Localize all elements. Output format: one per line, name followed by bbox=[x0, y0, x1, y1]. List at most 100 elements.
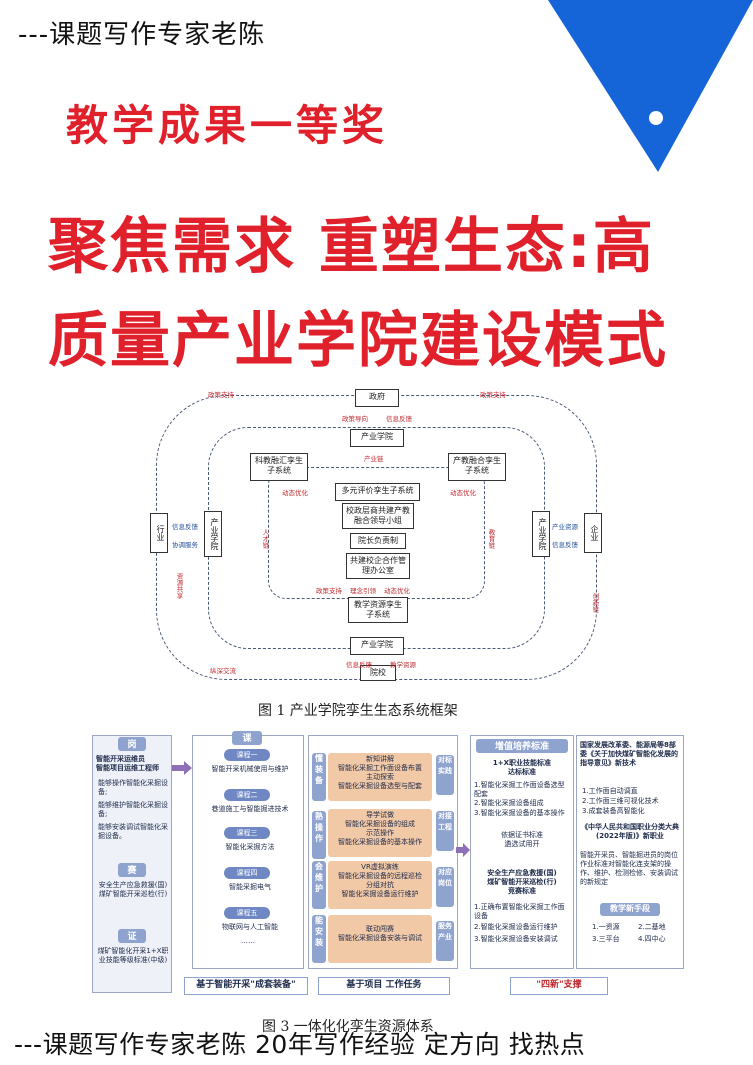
label-policy-guide: 政策导向 bbox=[342, 415, 368, 423]
node-multi-eval: 多元评价孪生子系统 bbox=[335, 483, 420, 501]
task-block-2-bg bbox=[328, 809, 432, 857]
right-tag-4: 服务 产业 bbox=[436, 921, 454, 961]
arrow-right-icon bbox=[456, 843, 470, 857]
right-tag-1: 对标 实践 bbox=[436, 755, 454, 795]
course-bottom-label: 基于智能开采"成套装备" bbox=[184, 977, 308, 995]
label-education-chain: 教育链 bbox=[487, 529, 495, 549]
occupation-std-text: 智能开采员、智能掘进员的岗位作业标准对智能化连支架的操作、维护、检测检修、安装调… bbox=[580, 851, 678, 886]
standard-item-3: 3.智能化采掘设备的基本操作 bbox=[474, 809, 565, 817]
label-info-feedback-right: 信息反馈 bbox=[552, 541, 578, 549]
label-innovation-chain: 创新链 bbox=[591, 593, 599, 613]
label-dynamic-opt-left: 动态优化 bbox=[282, 489, 308, 497]
label-concept-guide: 理念引领 bbox=[350, 587, 376, 595]
label-resource-sharing: 资源共享 bbox=[175, 573, 183, 599]
label-talent-chain: 人才链 bbox=[261, 529, 269, 549]
policy-doc: 国家发展改革委、能源局等8部委《关于加快煤矿智能化发展的指导意见》新技术 bbox=[580, 741, 678, 767]
label-industry-resource: 产业资源 bbox=[552, 523, 578, 531]
col-course bbox=[192, 735, 304, 969]
task-block-4-bg bbox=[328, 915, 432, 963]
task-block-3-bg bbox=[328, 861, 432, 909]
course-4-label: 课程四 bbox=[224, 867, 270, 879]
standard-1x: 1+X职业技能标准 达标标准 bbox=[492, 759, 552, 776]
side-understand-equipment: 懂装备 bbox=[312, 753, 326, 801]
award-title: 教学成果一等奖 bbox=[66, 101, 389, 150]
label-coordinate-service: 协调服务 bbox=[172, 541, 198, 549]
side-maintenance: 会维护 bbox=[312, 861, 326, 909]
match-text: 安全生产应急救援(国) 煤矿智能开采巡检(行) bbox=[98, 881, 168, 898]
policy-point-3: 3.成套装备高智能化 bbox=[582, 807, 645, 815]
occupation-std: 《中华人民共和国职业分类大典(2022年版)》新职业 bbox=[581, 823, 679, 840]
node-industry-left: 行业 bbox=[150, 513, 168, 553]
figure-1-caption: 图 1 产业学院孪生生态系统框架 bbox=[258, 703, 458, 719]
node-college-left: 产业学院 bbox=[204, 511, 222, 557]
node-dean: 院长负责制 bbox=[350, 533, 406, 549]
tag-post: 岗 bbox=[118, 737, 146, 751]
node-sci-tech: 科教融汇孪生子系统 bbox=[250, 453, 308, 481]
ability-2: 能够维护智能化采掘设备; bbox=[98, 801, 168, 818]
corner-triangle-decoration bbox=[548, 0, 753, 172]
course-5-label: 课程五 bbox=[224, 907, 270, 919]
standard-safety: 安全生产应急救援(国) 煤矿智能开采巡检(行) 竞赛标准 bbox=[487, 869, 557, 895]
node-school: 院校 bbox=[360, 665, 396, 681]
course-2-label: 课程二 bbox=[224, 789, 270, 801]
label-dynamic-opt-bottom: 动态优化 bbox=[384, 587, 410, 595]
ability-3: 能够安装调试智能化采掘设备。 bbox=[98, 823, 168, 840]
right-tag-2: 对接 工程 bbox=[436, 811, 454, 851]
node-college-right: 产业学院 bbox=[532, 511, 550, 557]
task-block-4: 联动闯赛 智能化采掘设备安装与调试 bbox=[338, 925, 422, 942]
side-installation: 能安装 bbox=[312, 915, 326, 963]
bottom-credit: ---课题写作专家老陈 20年写作经验 定方向 找热点 bbox=[14, 1030, 586, 1059]
headline-line-1: 聚焦需求 重塑生态:高 bbox=[48, 212, 655, 282]
four-new-bottom-label: "四新"支撑 bbox=[510, 977, 608, 995]
standard-list2-3: 3.智能化采掘设备安装调试 bbox=[474, 935, 558, 943]
means-2: 2.二基地 bbox=[638, 923, 666, 931]
col-standard bbox=[470, 735, 574, 969]
side-operation: 熟操作 bbox=[312, 811, 326, 859]
arrow-right-icon bbox=[172, 761, 192, 775]
course-2-desc: 巷道施工与智能掘进技术 bbox=[211, 805, 289, 813]
tag-cert: 证 bbox=[118, 929, 146, 943]
label-info-feedback-top: 信息反馈 bbox=[386, 415, 412, 423]
right-tag-3: 对应 岗位 bbox=[436, 867, 454, 907]
headline-line-2: 质量产业学院建设模式 bbox=[48, 306, 668, 376]
cert-text: 煤矿智能化开采1+X职业技能等级标准(中级) bbox=[97, 947, 169, 964]
means-1: 1.一资源 bbox=[592, 923, 620, 931]
figure-3-caption: 图 3 一体化化孪生资源体系 bbox=[262, 1019, 434, 1035]
node-leader-group: 校政层商共建产教融合领导小组 bbox=[342, 503, 414, 529]
course-1-label: 课程一 bbox=[224, 749, 270, 761]
figure-3-diagram: 岗 智能开采运维员 智能项目运维工程师 能够操作智能化采掘设备; 能够维护智能化… bbox=[92, 731, 689, 1011]
policy-point-1: 1.工作面自动调直 bbox=[582, 787, 638, 795]
node-enterprise-right: 企业 bbox=[584, 513, 602, 553]
node-teaching-res: 教学资源孪生子系统 bbox=[348, 597, 408, 623]
standard-mid: 依据证书标准 遴选试用开 bbox=[501, 831, 543, 848]
task-block-2: 导学试做 智能化采掘设备的组成 示范操作 智能化采掘设备的基本操作 bbox=[338, 811, 422, 846]
node-government: 政府 bbox=[355, 389, 399, 407]
label-policy-support-top: 政策支持 bbox=[208, 391, 234, 399]
standard-list2-1: 1.正确布置智能化采掘工作面设备 bbox=[474, 903, 565, 920]
course-1-desc: 智能开采机械使用与维护 bbox=[211, 765, 289, 773]
label-deep-cross: 纵深交流 bbox=[210, 667, 236, 675]
label-teaching-resource: 教学资源 bbox=[390, 661, 416, 669]
course-3-label: 课程三 bbox=[224, 827, 270, 839]
course-3-desc: 智能化采掘方法 bbox=[225, 843, 275, 851]
means-4: 4.四中心 bbox=[638, 935, 666, 943]
col-policy bbox=[576, 735, 684, 969]
standard-title: 增值培养标准 bbox=[476, 739, 568, 753]
post-title: 智能开采运维员 智能项目运维工程师 bbox=[96, 755, 159, 772]
node-college-bottom: 产业学院 bbox=[350, 637, 404, 655]
label-dynamic-opt-right: 动态优化 bbox=[450, 489, 476, 497]
label-policy-support-right: 政策支持 bbox=[480, 391, 506, 399]
means-3: 3.三平台 bbox=[592, 935, 620, 943]
ability-1: 能够操作智能化采掘设备; bbox=[98, 779, 168, 796]
label-industry-chain: 产业链 bbox=[364, 455, 384, 463]
figure-1-diagram: 政府 产业学院 科教融汇孪生子系统 产教融合孪生子系统 多元评价孪生子系统 校政… bbox=[150, 383, 603, 683]
task-bottom-label: 基于项目 工作任务 bbox=[318, 977, 450, 995]
node-college-top: 产业学院 bbox=[350, 429, 404, 447]
label-info-feedback-left: 信息反馈 bbox=[172, 523, 198, 531]
node-industry-edu: 产教融合孪生子系统 bbox=[448, 453, 506, 481]
label-policy-support-bottom: 政策支持 bbox=[316, 587, 342, 595]
standard-list2-2: 2.智能化采掘设备运行维护 bbox=[474, 923, 558, 931]
policy-point-2: 2.工作面三维可视化技术 bbox=[582, 797, 659, 805]
standard-item-1: 1.智能化采掘工作面设备选型配套 bbox=[474, 781, 565, 798]
top-credit: ---课题写作专家老陈 bbox=[18, 20, 266, 50]
